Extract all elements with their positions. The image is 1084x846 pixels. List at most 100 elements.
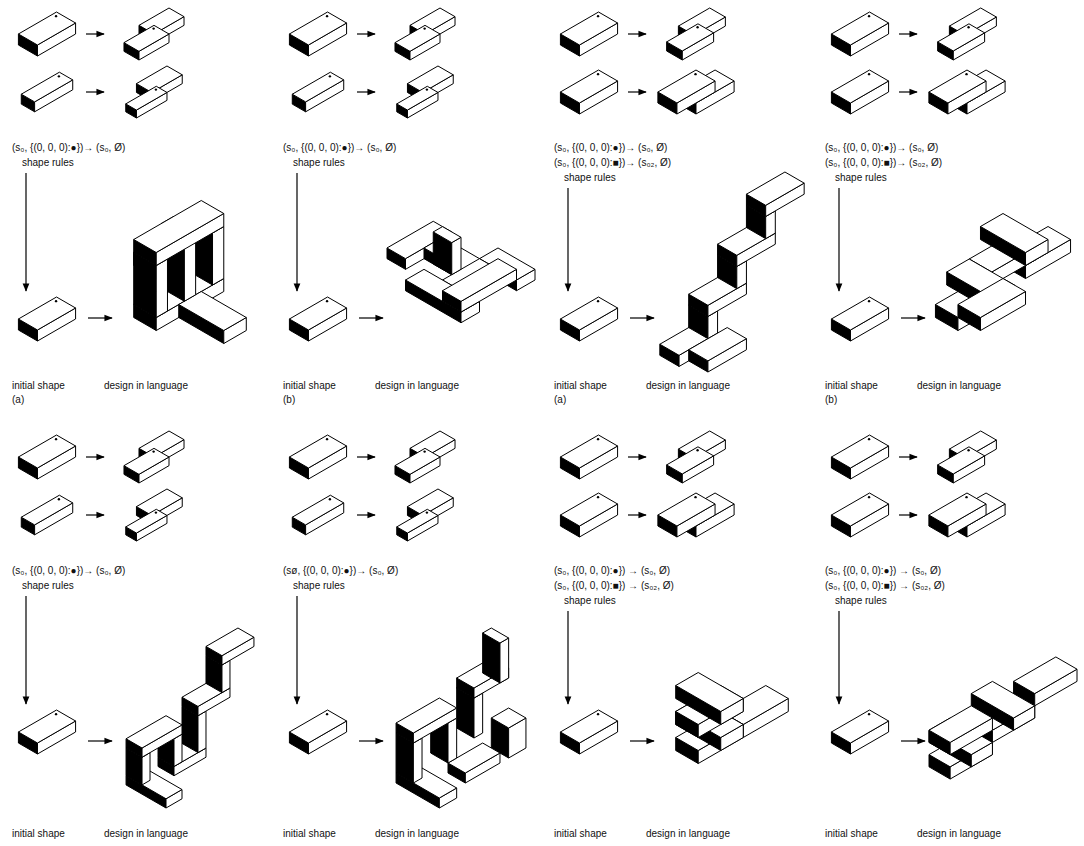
- block-face: [831, 435, 888, 468]
- label-point: [597, 438, 599, 440]
- block-face: [21, 72, 72, 102]
- label-point: [55, 300, 57, 302]
- block-face: [413, 738, 422, 783]
- rule-right-shape: [929, 70, 1005, 114]
- block-face: [134, 201, 224, 253]
- label-point: [696, 26, 698, 28]
- block-face: [124, 25, 169, 51]
- label-point: [152, 27, 154, 29]
- derivation-arrow: [296, 173, 297, 291]
- derivation-arrow: [86, 514, 104, 515]
- caption-label: initial shape: [283, 828, 336, 840]
- panel-letter: (b): [825, 394, 837, 406]
- rule-notation: (s₀, {(0, 0, 0):■})→ (s₀₂, Ø): [825, 157, 942, 169]
- rule-notation: (s₀, {(0, 0, 0):●}) → (s₀, Ø): [554, 565, 670, 577]
- block-face: [560, 493, 617, 526]
- derivation-arrow: [628, 91, 646, 92]
- caption-label: design in language: [917, 380, 1001, 392]
- label-point: [326, 713, 328, 715]
- section-label: shape rules: [564, 595, 616, 607]
- block-face: [958, 279, 1026, 318]
- label-point: [423, 450, 425, 452]
- label-point: [868, 496, 870, 498]
- block-face: [18, 12, 75, 45]
- block-face: [289, 297, 346, 330]
- design-shape: [396, 628, 526, 808]
- label-point: [329, 75, 331, 77]
- label-point: [694, 496, 696, 498]
- initial-shape: [289, 297, 346, 341]
- block-face: [206, 628, 254, 656]
- caption-label: design in language: [104, 828, 188, 840]
- block-face: [746, 172, 804, 205]
- initial-shape: [831, 297, 888, 341]
- block-face: [474, 693, 483, 738]
- caption-label: design in language: [375, 828, 459, 840]
- rule-left-shape: [21, 72, 72, 112]
- block-face: [443, 259, 517, 302]
- rule-notation: (s₀, {(0, 0, 0):●})→ (s₀, Ø): [12, 565, 125, 577]
- label-point: [597, 300, 599, 302]
- derivation-arrow: [838, 188, 839, 291]
- block-face: [658, 70, 715, 103]
- block-face: [395, 25, 440, 51]
- label-point: [597, 496, 599, 498]
- derivation-arrow: [86, 456, 104, 457]
- block-face: [560, 70, 617, 103]
- block-face: [222, 660, 230, 692]
- derivation-arrow: [359, 317, 383, 318]
- label-point: [965, 496, 967, 498]
- rule-left-shape: [831, 12, 888, 56]
- derivation-arrow: [630, 317, 654, 318]
- label-point: [597, 73, 599, 75]
- rule-notation: (sø, {(0, 0, 0):●})→ (s₀, Ø): [283, 565, 398, 577]
- rule-right-shape: [938, 431, 997, 483]
- label-point: [967, 449, 969, 451]
- rule-notation: (s₀, {(0, 0, 0):●})→ (s₀, Ø): [554, 142, 667, 154]
- section-label: shape rules: [293, 157, 345, 169]
- label-point: [597, 713, 599, 715]
- block-face: [1014, 657, 1077, 694]
- label-point: [868, 300, 870, 302]
- block-face: [156, 259, 167, 318]
- block-face: [483, 628, 509, 643]
- block-face: [676, 673, 744, 712]
- rule-left-shape: [560, 12, 617, 56]
- derivation-arrow: [901, 317, 925, 318]
- rule-right-shape: [395, 431, 455, 483]
- block-face: [491, 708, 526, 728]
- block-face: [831, 12, 888, 45]
- block-face: [18, 297, 75, 330]
- derivation-arrow: [630, 740, 654, 741]
- derivation-arrow: [359, 740, 383, 741]
- caption-label: initial shape: [554, 828, 607, 840]
- block-face: [689, 328, 747, 361]
- derivation-arrow: [86, 33, 104, 34]
- label-point: [868, 713, 870, 715]
- initial-shape: [560, 710, 617, 754]
- initial-shape: [289, 710, 346, 754]
- rule-notation: (s₀, {(0, 0, 0):■})→ (s₀₂, Ø): [554, 157, 671, 169]
- block-face: [929, 493, 986, 526]
- block-face: [667, 24, 714, 51]
- block-face: [174, 734, 182, 766]
- block-face: [929, 706, 992, 743]
- block-face: [126, 509, 167, 533]
- label-point: [694, 73, 696, 75]
- rule-right-shape: [126, 66, 182, 118]
- label-point: [58, 498, 60, 500]
- derivation-arrow: [901, 740, 925, 741]
- rule-notation: (s₀, {(0, 0, 0):●})→ (s₀, Ø): [825, 142, 938, 154]
- rule-notation: (s₀, {(0, 0, 0):■}) → (s₀₂, Ø): [825, 580, 945, 592]
- rule-left-shape: [560, 435, 617, 479]
- caption-label: initial shape: [825, 828, 878, 840]
- rule-right-shape: [124, 8, 184, 60]
- block-face: [831, 710, 888, 743]
- design-shape: [676, 673, 789, 764]
- rule-left-shape: [831, 435, 888, 479]
- block-face: [142, 753, 150, 785]
- label-point: [696, 449, 698, 451]
- rule-left-shape: [292, 72, 343, 112]
- block-face: [831, 493, 888, 526]
- rule-left-shape: [289, 12, 346, 56]
